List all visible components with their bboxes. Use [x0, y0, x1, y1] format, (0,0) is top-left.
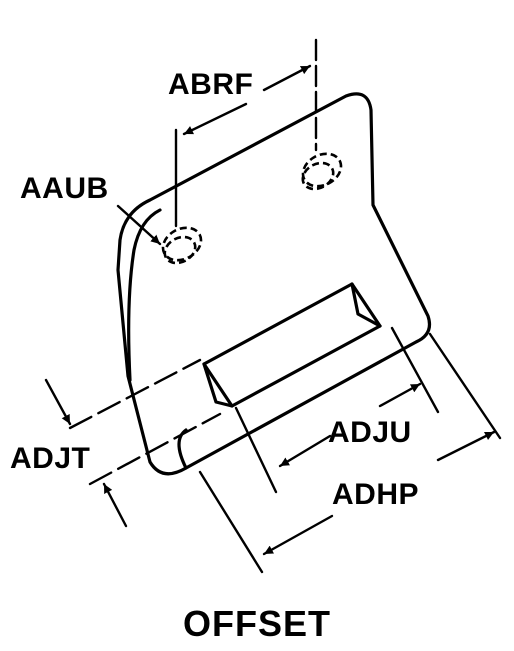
- aaub-leader: [116, 204, 162, 246]
- dimension-label-adhp: ADHP: [332, 478, 420, 511]
- adjt-arrow-top: [44, 378, 72, 426]
- adjt-arrow-bottom: [102, 482, 128, 528]
- adhp-extension-right: [428, 332, 502, 440]
- mounting-hole-left-inner: [163, 235, 197, 265]
- adju-extension-left: [234, 406, 278, 494]
- mounting-hole-right-inner: [301, 161, 335, 191]
- dimension-label-adju: ADJU: [328, 416, 412, 449]
- slot-cutout: [202, 282, 382, 408]
- slot-inner-edge: [350, 282, 382, 328]
- adju-arrow-left: [278, 434, 332, 468]
- diagram-caption: OFFSET: [183, 603, 331, 644]
- mounting-hole-right: [301, 152, 343, 188]
- adhp-arrow-left: [262, 514, 334, 556]
- adju-extension-right: [390, 326, 440, 414]
- bracket-outline: [116, 92, 432, 476]
- adju-arrow-right: [378, 382, 422, 408]
- slot-depth: [202, 362, 234, 408]
- dimension-label-adjt: ADJT: [10, 442, 91, 475]
- adjt-extension-bottom: [88, 412, 222, 486]
- foot-edge: [177, 428, 188, 470]
- adhp-extension-left: [198, 470, 264, 574]
- dimension-label-aaub: AAUB: [20, 172, 109, 205]
- mounting-hole-left: [161, 226, 203, 262]
- dimension-label-abrf: ABRF: [168, 68, 254, 101]
- abrf-arrow-right: [262, 64, 312, 92]
- adhp-arrow-right: [436, 430, 496, 462]
- abrf-arrow-left: [182, 102, 248, 136]
- adjt-extension-top: [68, 358, 202, 430]
- bend-line: [127, 208, 162, 382]
